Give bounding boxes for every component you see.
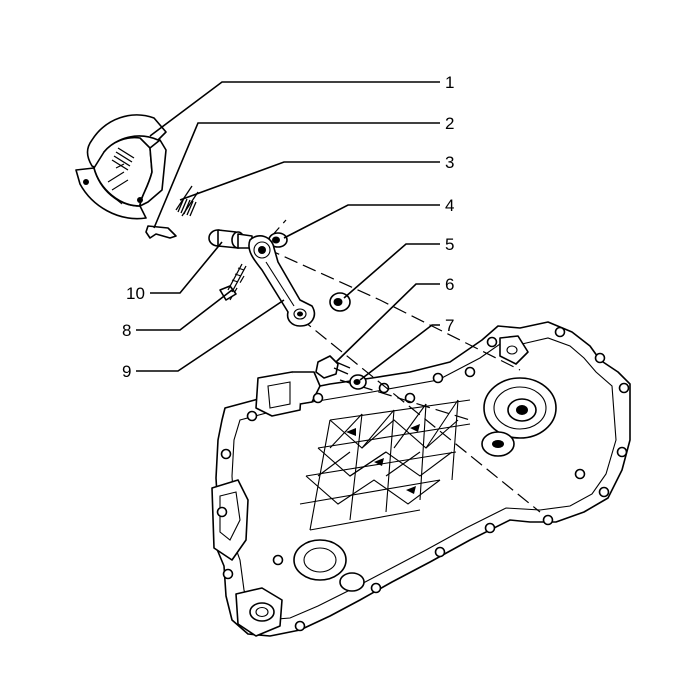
part-brake-lever: [248, 235, 316, 327]
part-spring: [175, 185, 199, 217]
callout-1: 1: [445, 73, 454, 92]
callout-labels: 1 2 3 4 5 6 7 8 9 10: [122, 73, 454, 381]
crankcase: [211, 321, 631, 637]
callout-2: 2: [445, 114, 454, 133]
crankcase-bolt-holes: [216, 326, 630, 632]
part-cam-shaft: [208, 229, 253, 249]
callout-9: 9: [122, 362, 131, 381]
part-brake-shoes: [75, 114, 167, 220]
callout-3: 3: [445, 153, 454, 172]
callout-4: 4: [445, 196, 454, 215]
callout-8: 8: [122, 321, 131, 340]
leader-lines: [136, 81, 440, 381]
part-screw: [315, 355, 351, 379]
callout-10: 10: [126, 284, 145, 303]
part-clip: [145, 225, 177, 239]
part-bolt: [219, 263, 247, 301]
callout-6: 6: [445, 275, 454, 294]
callout-7: 7: [445, 316, 454, 335]
callout-5: 5: [445, 235, 454, 254]
